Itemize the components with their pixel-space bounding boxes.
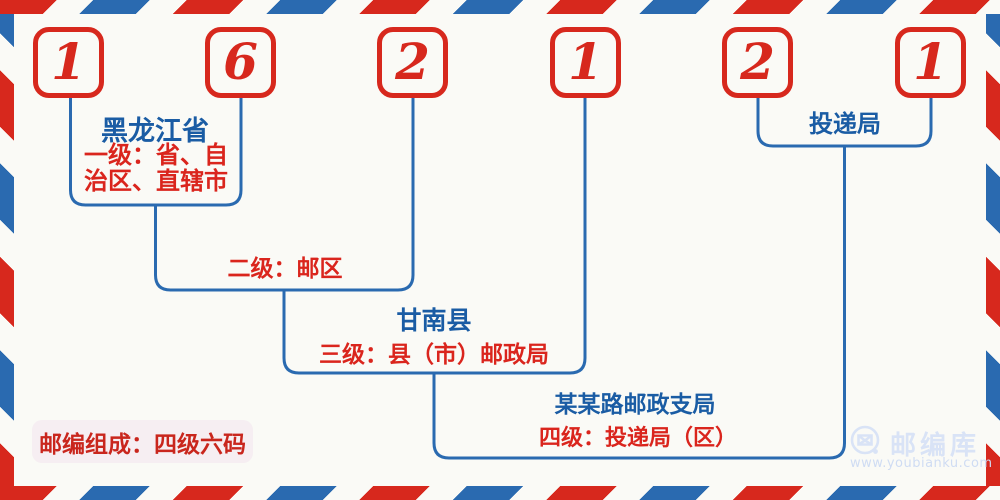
- level4-label: 四级：投递局（区）: [538, 426, 737, 451]
- postal-digit-3: 2: [395, 31, 430, 91]
- bracket-delivery-office: [756, 97, 933, 148]
- website-url[interactable]: www.youbianku.com: [850, 456, 993, 471]
- postal-digit-2: 6: [223, 31, 258, 91]
- level1-label: 一级：省、自治区、直辖市: [84, 141, 228, 196]
- postal-digit-1: 1: [51, 31, 86, 91]
- postal-digit-4: 1: [568, 31, 603, 91]
- postal-digit-box-3: 2: [377, 27, 448, 98]
- postal-digit-box-6: 1: [895, 27, 966, 98]
- level2-label: 二级：邮区: [227, 256, 343, 282]
- envelope-logo-icon: [850, 425, 880, 455]
- postal-digit-6: 1: [913, 31, 948, 91]
- branch-name: 某某路邮政支局: [554, 391, 716, 418]
- delivery-office-label: 投递局: [809, 109, 881, 138]
- youbianku-watermark[interactable]: 邮编库 www.youbianku.com: [848, 423, 992, 475]
- bracket-level4: [432, 146, 846, 460]
- postal-digit-box-5: 2: [722, 27, 793, 98]
- province-name: 黑龙江省: [101, 116, 209, 147]
- postal-digit-box-2: 6: [205, 27, 276, 98]
- postal-composition-badge: 邮编组成：四级六码: [32, 420, 253, 463]
- postal-digit-5: 2: [740, 31, 775, 91]
- postal-digit-box-1: 1: [33, 27, 104, 98]
- level3-label: 三级：县（市）邮政局: [319, 342, 549, 368]
- postal-digit-box-4: 1: [550, 27, 621, 98]
- county-name: 甘南县: [396, 306, 472, 335]
- brand-name: 邮编库: [890, 431, 981, 461]
- postal-composition-text: 邮编组成：四级六码: [39, 430, 246, 458]
